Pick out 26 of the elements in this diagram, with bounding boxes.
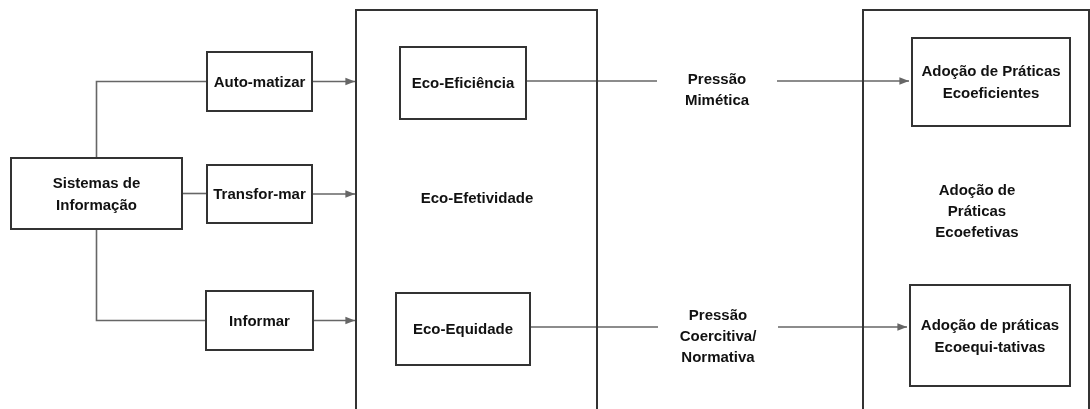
- box-label: Adoção de práticas Ecoequi-tativas: [919, 314, 1061, 357]
- arrow: [312, 190, 356, 198]
- connector-line: [95, 80, 207, 158]
- box-label: Sistemas de Informação: [51, 172, 142, 215]
- arrow: [313, 316, 356, 325]
- process-box: [206, 51, 313, 112]
- connector-line: [182, 192, 207, 195]
- process-box: [10, 157, 183, 230]
- process-box: [395, 292, 531, 366]
- process-box: [206, 164, 313, 224]
- process-box: [909, 284, 1071, 387]
- box-label: Eco-Eficiência: [411, 73, 515, 93]
- group-panel: [355, 9, 598, 409]
- box-label: Auto-matizar: [213, 71, 306, 92]
- process-box: [911, 37, 1071, 127]
- group-panel: [862, 9, 1090, 409]
- connector-line: [95, 229, 206, 322]
- box-label: Eco-Efetividade: [419, 188, 535, 208]
- box-label: Transfor-mar: [213, 184, 306, 204]
- process-box: [205, 290, 314, 351]
- box-label: Adoção de Práticas Ecoefetivas: [934, 180, 1020, 242]
- box-label: Eco-Equidade: [413, 319, 513, 339]
- box-label: Adoção de Práticas Ecoeficientes: [920, 61, 1062, 103]
- box-label: Informar: [229, 310, 290, 331]
- arrow: [312, 77, 356, 86]
- process-box: [399, 46, 527, 120]
